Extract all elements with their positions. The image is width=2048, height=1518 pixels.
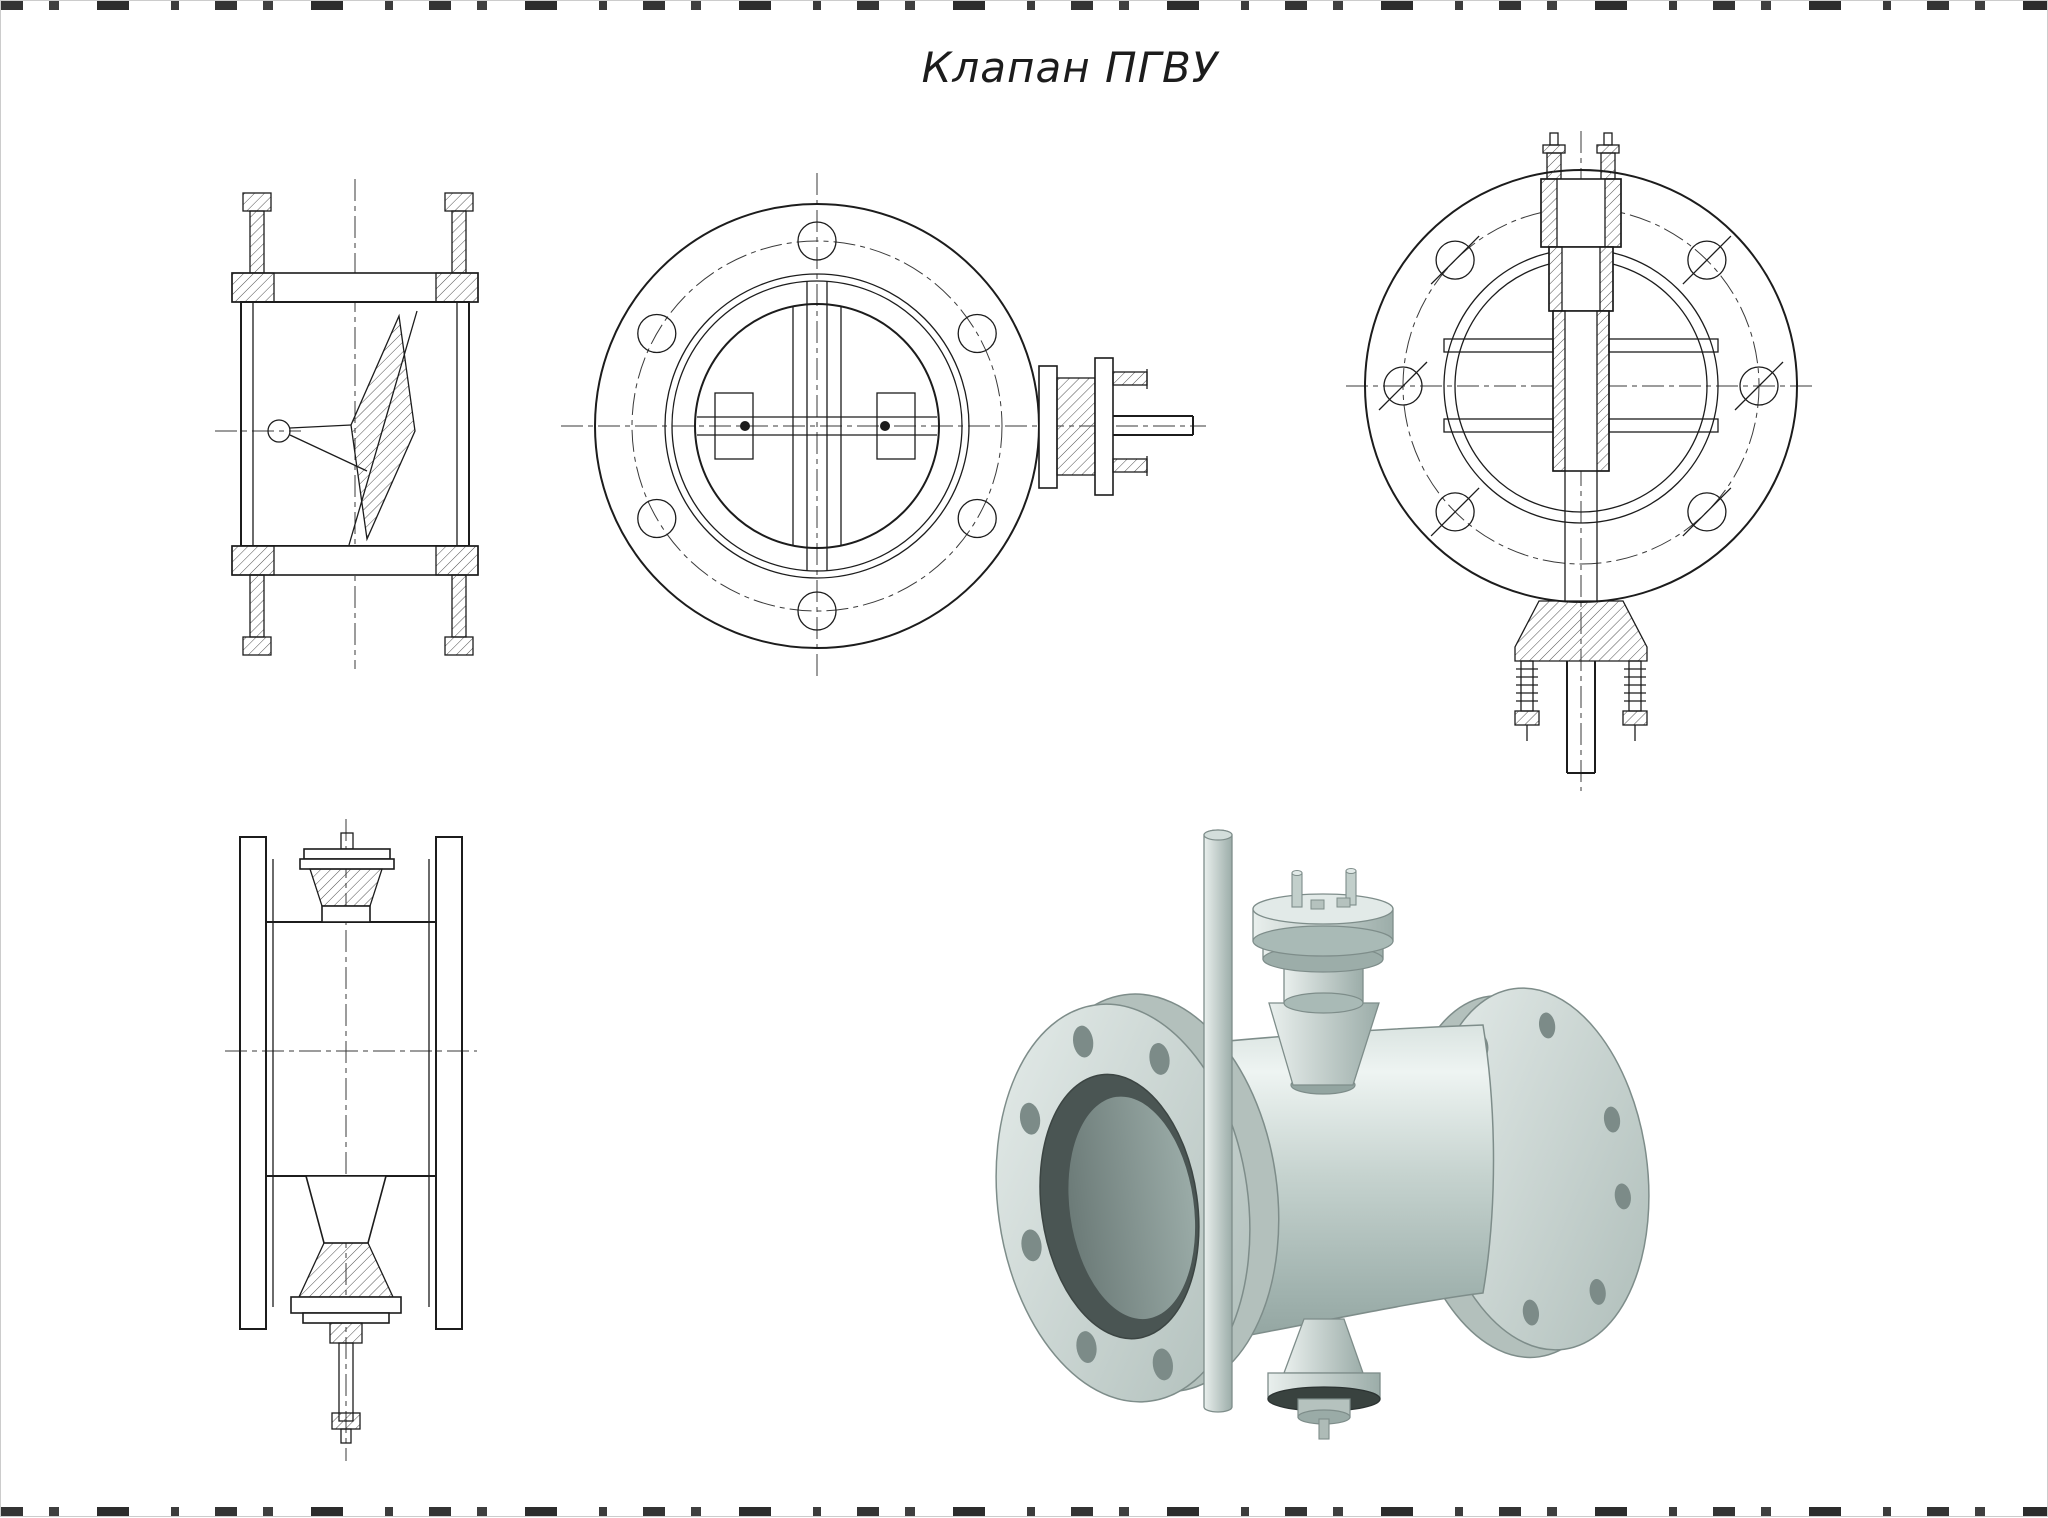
pipe-flange-right [435, 836, 463, 1330]
top-edge-artifact [1, 1, 2047, 10]
bolt-hole [797, 591, 837, 631]
bolt-circle [631, 240, 1003, 612]
bolt-hole [797, 221, 837, 261]
bolt-hole [637, 498, 677, 539]
bottom-edge-artifact [1, 1507, 2047, 1516]
view-3d-model [995, 829, 1650, 1440]
bore-circle [694, 303, 940, 549]
pipe-flange-left [239, 836, 267, 1330]
bolt-holes [1378, 235, 1784, 537]
bolt-hole [957, 498, 997, 539]
view-shaft-section [1346, 131, 1816, 791]
view-side-elevation [225, 819, 477, 1461]
top-actuator-3d [1252, 868, 1394, 1095]
bolt-hole [637, 313, 677, 354]
view-side-section [215, 179, 479, 669]
bottom-actuator-3d [1267, 1318, 1381, 1440]
drain-pipe-3d [1203, 829, 1233, 1413]
drawing-title: Клапан ПГВУ [921, 43, 1219, 92]
disc-pivot [267, 419, 291, 443]
view-front [561, 173, 1206, 679]
bolt-hole [957, 313, 997, 354]
